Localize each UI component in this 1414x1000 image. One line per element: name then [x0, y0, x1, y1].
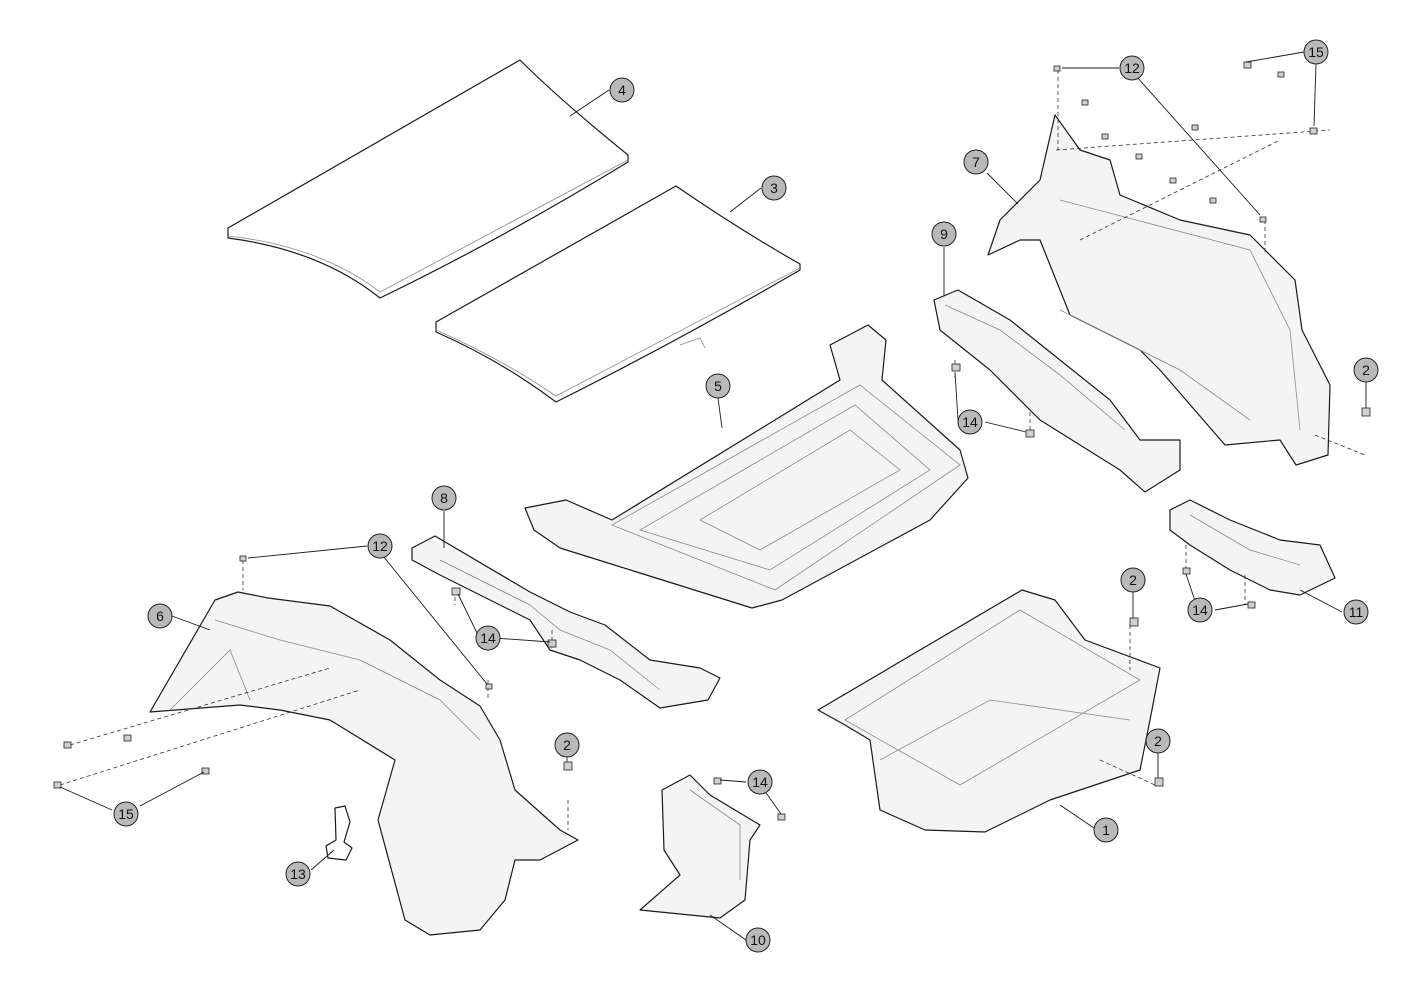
callout-9: 9	[931, 221, 957, 247]
callout-14-lower-label: 14	[752, 774, 768, 790]
callout-2-right: 2	[1353, 357, 1379, 383]
callout-14-right-label: 14	[1192, 602, 1208, 618]
leader-lines	[59, 51, 1367, 941]
callout-3: 3	[761, 175, 787, 201]
callout-13-label: 13	[290, 866, 306, 882]
sensor-part	[325, 805, 353, 861]
callout-14-lower: 14	[747, 769, 773, 795]
callout-12-left: 12	[367, 533, 393, 559]
callout-10: 10	[745, 927, 771, 953]
floor-board-lower	[435, 185, 801, 403]
callout-1: 1	[1093, 817, 1119, 843]
callout-10-label: 10	[750, 932, 766, 948]
callout-2-left-label: 2	[563, 737, 571, 753]
callout-15-left: 15	[113, 801, 139, 827]
callout-12-left-label: 12	[372, 538, 388, 554]
lower-bracket	[639, 774, 761, 919]
callout-6: 6	[147, 603, 173, 629]
callout-14-middle: 14	[475, 625, 501, 651]
callout-15-left-label: 15	[118, 806, 134, 822]
callout-9-label: 9	[940, 226, 948, 242]
side-rail-trim	[411, 535, 721, 709]
callout-4-label: 4	[618, 82, 626, 98]
left-side-trim	[149, 591, 579, 936]
callout-15-top: 15	[1303, 39, 1329, 65]
trunk-tub-liner	[524, 324, 969, 609]
callout-8: 8	[431, 485, 457, 511]
callout-2-bin-bottom-label: 2	[1154, 733, 1162, 749]
callout-2-bin-top-label: 2	[1129, 572, 1137, 588]
callout-13: 13	[285, 861, 311, 887]
callout-2-bin-bottom: 2	[1145, 728, 1171, 754]
callout-11: 11	[1343, 599, 1369, 625]
callout-12-top: 12	[1119, 55, 1145, 81]
rear-panel-trim	[987, 114, 1331, 466]
small-bracket	[1169, 499, 1336, 596]
callout-7-label: 7	[972, 154, 980, 170]
callout-1-label: 1	[1102, 822, 1110, 838]
callout-15-top-label: 15	[1308, 44, 1324, 60]
callout-8-label: 8	[440, 490, 448, 506]
callout-2-bin-top: 2	[1120, 567, 1146, 593]
callout-6-label: 6	[156, 608, 164, 624]
callout-11-label: 11	[1349, 604, 1364, 620]
callout-7: 7	[963, 149, 989, 175]
callout-3-label: 3	[770, 180, 778, 196]
callout-5-label: 5	[714, 378, 722, 394]
callout-14-right: 14	[1187, 597, 1213, 623]
callout-2-right-label: 2	[1362, 362, 1370, 378]
callout-14-upper-label: 14	[962, 414, 978, 430]
callout-5: 5	[705, 373, 731, 399]
callout-2-left: 2	[554, 732, 580, 758]
callout-12-top-label: 12	[1124, 60, 1140, 76]
rear-rail-upper	[933, 289, 1181, 493]
callout-14-middle-label: 14	[480, 630, 496, 646]
callout-4: 4	[609, 77, 635, 103]
storage-bin	[817, 589, 1161, 833]
floor-board-upper	[227, 59, 629, 299]
callout-14-upper: 14	[957, 409, 983, 435]
